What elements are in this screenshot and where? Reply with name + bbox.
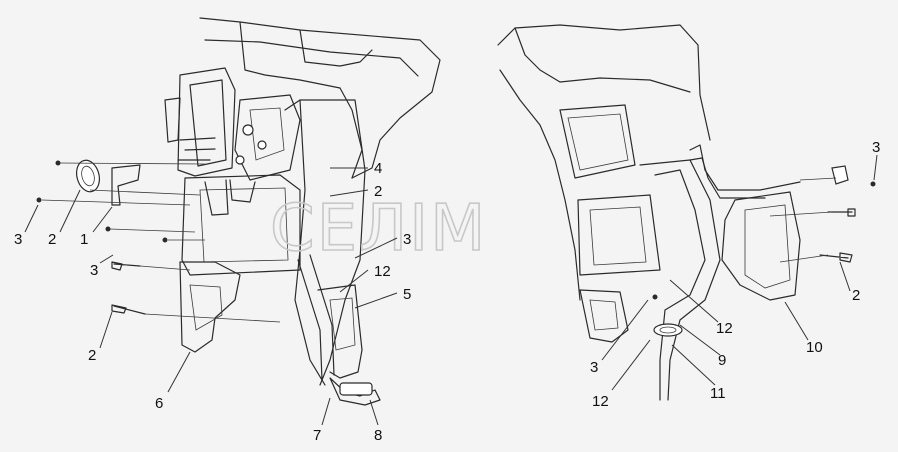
right-assembly xyxy=(497,24,801,401)
left-assembly xyxy=(164,17,441,406)
callout-left-4: 4 xyxy=(374,160,382,177)
callout-right-12a: 12 xyxy=(716,320,733,337)
callout-left-2b: 2 xyxy=(88,347,96,364)
watermark-text: СЕЛІМ xyxy=(270,192,487,266)
left-loose-parts xyxy=(36,159,281,323)
callout-right-9: 9 xyxy=(718,352,726,369)
callout-left-1: 1 xyxy=(80,231,88,248)
callout-left-2c: 2 xyxy=(374,183,382,200)
callout-left-8: 8 xyxy=(374,427,382,444)
right-loose-parts xyxy=(769,165,876,263)
callout-left-6: 6 xyxy=(155,395,163,412)
callout-right-3b: 3 xyxy=(590,359,598,376)
callout-right-12b: 12 xyxy=(592,393,609,410)
callout-right-2: 2 xyxy=(852,287,860,304)
callout-labels: 3 2 1 3 2 6 4 2 3 12 5 7 8 3 2 10 12 9 3… xyxy=(14,139,880,444)
callout-left-3c: 3 xyxy=(403,231,411,248)
callout-left-2a: 2 xyxy=(48,231,56,248)
callout-right-10: 10 xyxy=(806,339,823,356)
callout-right-3a: 3 xyxy=(872,139,880,156)
callout-left-7: 7 xyxy=(313,427,321,444)
callout-left-3a: 3 xyxy=(14,231,22,248)
callout-left-5: 5 xyxy=(403,286,411,303)
callout-left-12: 12 xyxy=(374,263,391,280)
leader-lines xyxy=(24,154,878,426)
callout-left-3b: 3 xyxy=(90,262,98,279)
callout-right-11: 11 xyxy=(710,385,726,402)
